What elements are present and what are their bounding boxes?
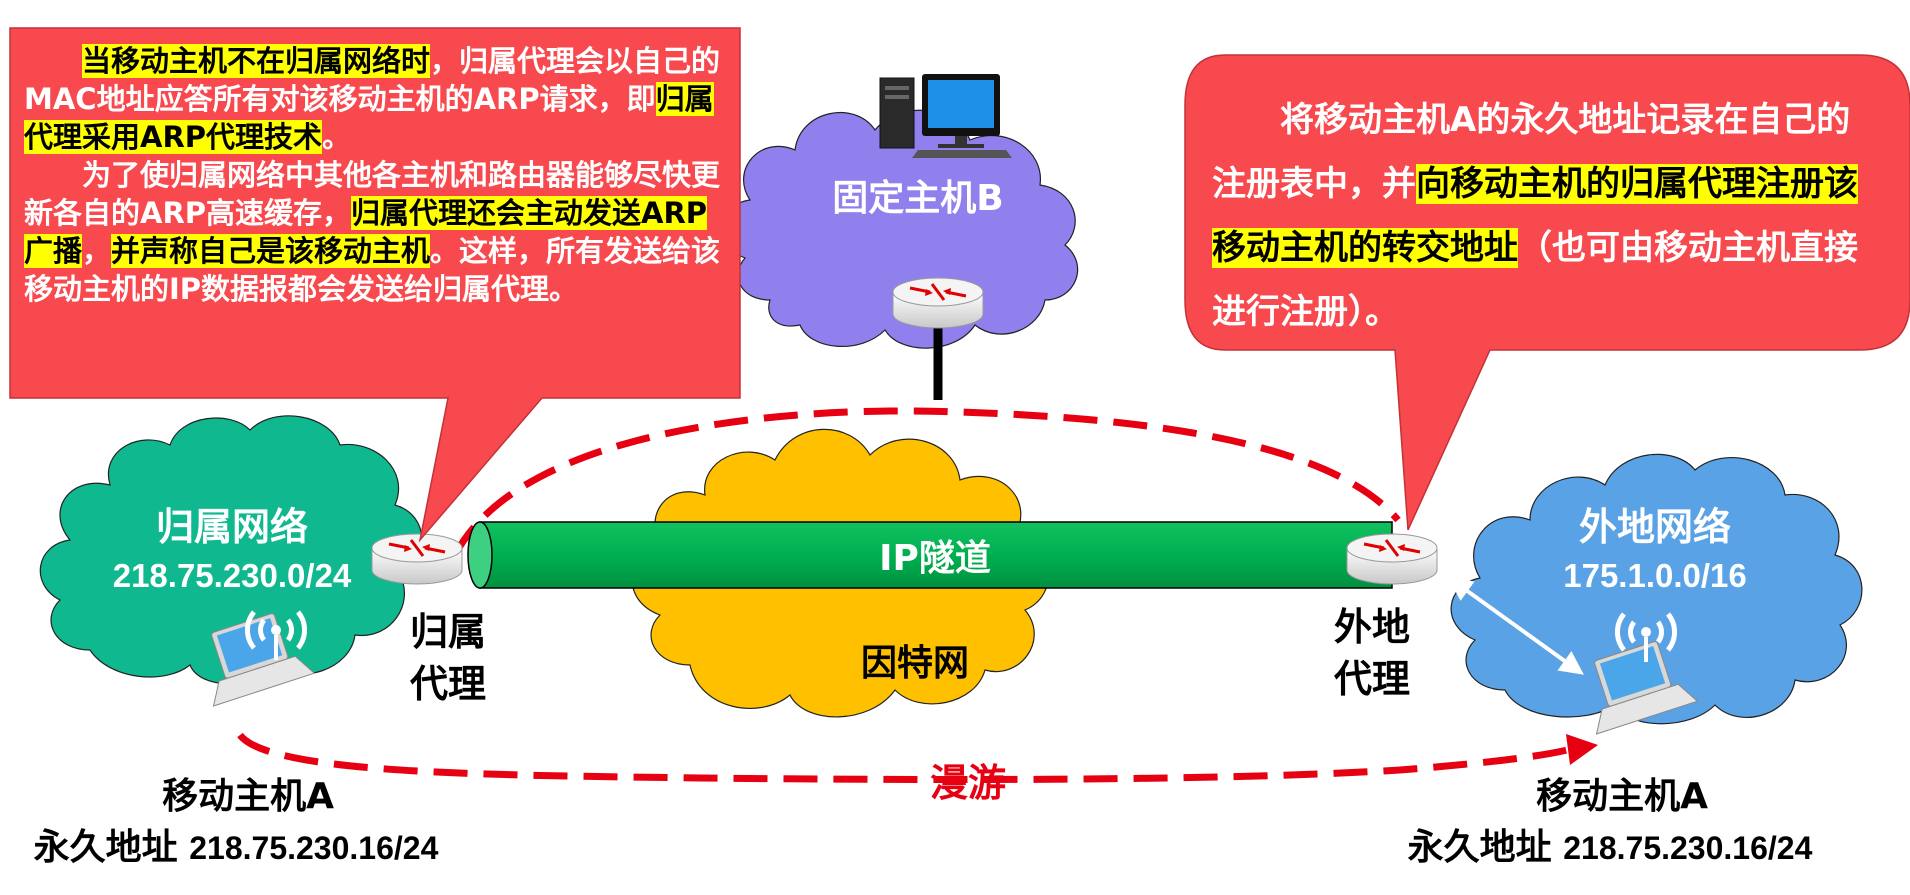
left-callout-text-1: ，归属代理会以自己的MAC地址应答所有对该移动主机的ARP请求，即 <box>24 44 721 116</box>
ip-tunnel-label: IP隧道 <box>879 538 991 579</box>
home-network-label: 归属网络 <box>156 505 308 549</box>
foreign-network-subnet: 175.1.0.0/16 <box>1563 557 1747 594</box>
roaming-path <box>237 732 1576 784</box>
right-callout-text-1: 将移动主机A的永久地址记录在自己的注册表中，并 <box>1212 100 1851 204</box>
desktop-computer-icon <box>879 74 1012 158</box>
left-callout-text-3: 为了使归属网络中其他各主机和路由器能够尽快更新各自的ARP高速缓存， <box>24 158 721 230</box>
right-host-address-value: 218.75.230.16/24 <box>1563 830 1812 866</box>
home-wifi-icon <box>245 610 307 660</box>
left-callout-text: 当移动主机不在归属网络时，归属代理会以自己的MAC地址应答所有对该移动主机的AR… <box>24 42 724 308</box>
left-callout-text-2: 。 <box>322 120 352 154</box>
right-callout-text: 将移动主机A的永久地址记录在自己的注册表中，并向移动主机的归属代理注册该移动主机… <box>1212 88 1882 344</box>
fixed-host-router <box>892 277 984 329</box>
left-callout-text-5: 。这样，所有发送给该移动主机的IP数据报都会发送给归属代理。 <box>24 234 721 306</box>
right-callout-paragraph: 将移动主机A的永久地址记录在自己的注册表中，并向移动主机的归属代理注册该移动主机… <box>1212 88 1882 344</box>
left-callout-box <box>9 27 741 543</box>
ip-tunnel <box>479 521 1393 589</box>
left-host-address: 永久地址 218.75.230.16/24 <box>34 827 439 868</box>
left-callout-highlight-4: 并声称自己是该移动主机 <box>111 234 431 268</box>
right-host-name: 移动主机A <box>1536 776 1708 817</box>
foreign-network-label: 外地网络 <box>1579 505 1731 549</box>
right-host-address-label: 永久地址 <box>1408 827 1552 868</box>
home-network-subnet: 218.75.230.0/24 <box>113 557 352 594</box>
foreign-agent-router <box>1346 533 1438 585</box>
home-agent-label-line2: 代理 <box>410 662 486 706</box>
foreign-wifi-icon <box>1615 612 1677 662</box>
left-host-name: 移动主机A <box>162 776 334 817</box>
foreign-agent-label-line2: 代理 <box>1334 657 1410 701</box>
ip-tunnel-end <box>467 521 493 589</box>
tunnel-path-dashed <box>451 407 1401 557</box>
roaming-arrowhead <box>1566 734 1598 765</box>
left-callout-text-4: ， <box>82 234 112 268</box>
internet-label: 因特网 <box>861 643 969 684</box>
left-callout-paragraph-2: 为了使归属网络中其他各主机和路由器能够尽快更新各自的ARP高速缓存，归属代理还会… <box>24 156 724 308</box>
home-agent-router <box>371 533 463 585</box>
left-callout-highlight-1: 当移动主机不在归属网络时 <box>82 44 431 78</box>
roaming-label: 漫游 <box>930 761 1006 805</box>
fixed-host-cloud <box>720 109 1079 349</box>
fixed-host-label: 固定主机B <box>832 178 1003 219</box>
left-callout-paragraph-1: 当移动主机不在归属网络时，归属代理会以自己的MAC地址应答所有对该移动主机的AR… <box>24 42 724 156</box>
foreign-agent-label-line1: 外地 <box>1334 605 1410 649</box>
right-host-address: 永久地址 218.75.230.16/24 <box>1408 827 1813 868</box>
left-host-address-label: 永久地址 <box>34 827 178 868</box>
left-host-address-value: 218.75.230.16/24 <box>189 830 438 866</box>
home-agent-label-line1: 归属 <box>410 610 486 654</box>
foreign-laptop-icon <box>1594 641 1699 735</box>
wireless-link-arrow <box>1448 577 1584 675</box>
right-callout-text-2: （也可由移动主机直接进行注册）。 <box>1212 228 1858 332</box>
